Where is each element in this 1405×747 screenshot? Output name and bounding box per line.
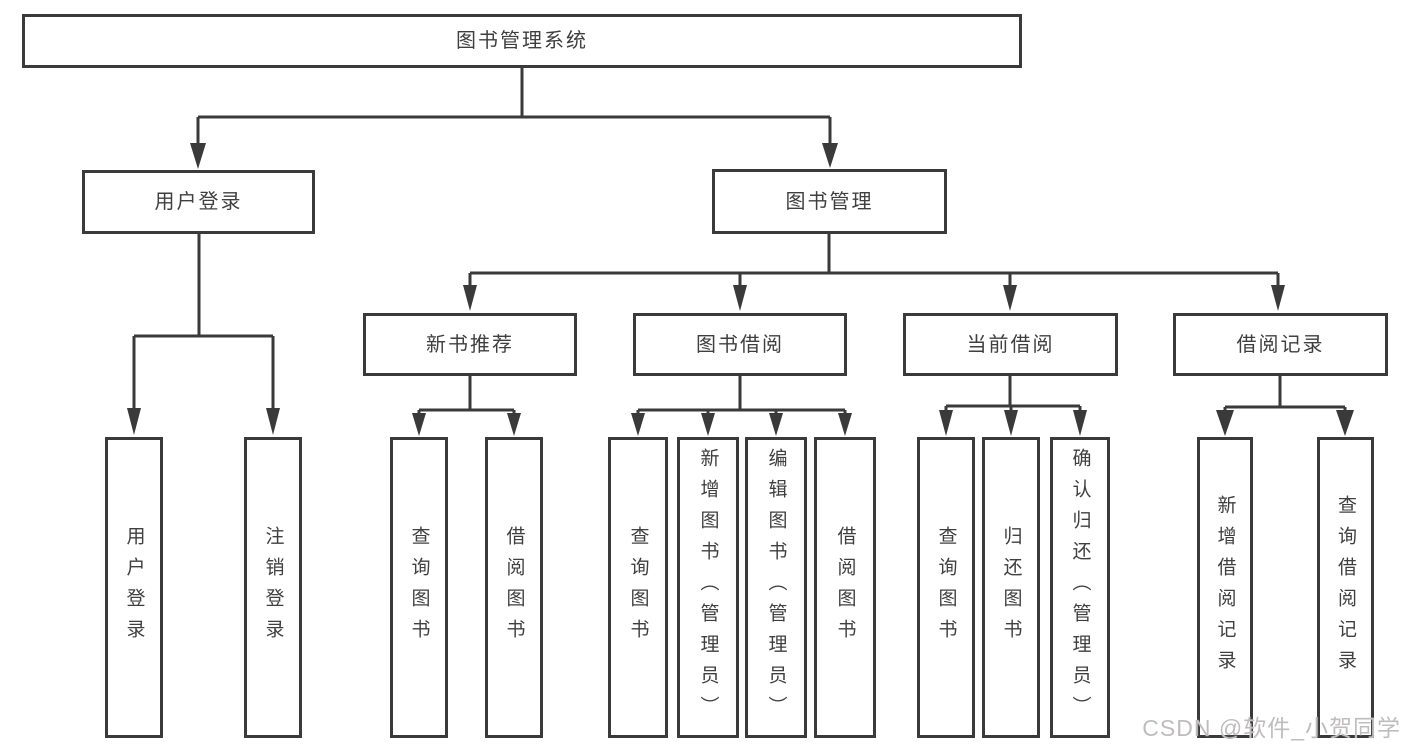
node-root: 图书管理系统 (22, 14, 1022, 68)
node-user-login: 用户登录 (82, 170, 315, 234)
leaf-borrow-edit-books-admin: 编辑图书（管理员） (745, 437, 807, 738)
watermark: CSDN @软件_小贺同学 (1142, 715, 1401, 741)
node-borrowing-records: 借阅记录 (1173, 313, 1388, 376)
leaf-user-login: 用户登录 (105, 437, 163, 738)
node-new-book-recommendation: 新书推荐 (363, 313, 577, 376)
leaf-current-query-books: 查询图书 (917, 437, 975, 738)
leaf-current-return-books: 归还图书 (982, 437, 1040, 738)
node-book-management: 图书管理 (712, 169, 947, 234)
leaf-recommend-borrow-books: 借阅图书 (485, 437, 543, 738)
leaf-records-add-record: 新增借阅记录 (1197, 437, 1253, 738)
leaf-borrow-query-books: 查询图书 (608, 437, 668, 738)
leaf-logout: 注销登录 (244, 437, 302, 738)
leaf-borrow-add-books-admin: 新增图书（管理员） (677, 437, 739, 738)
leaf-recommend-query-books: 查询图书 (390, 437, 448, 738)
node-current-borrowing: 当前借阅 (903, 313, 1118, 376)
node-book-borrowing: 图书借阅 (633, 313, 847, 376)
leaf-records-query-record: 查询借阅记录 (1317, 437, 1374, 738)
leaf-current-confirm-return-admin: 确认归还（管理员） (1050, 437, 1110, 738)
leaf-borrow-borrow-books: 借阅图书 (814, 437, 876, 738)
